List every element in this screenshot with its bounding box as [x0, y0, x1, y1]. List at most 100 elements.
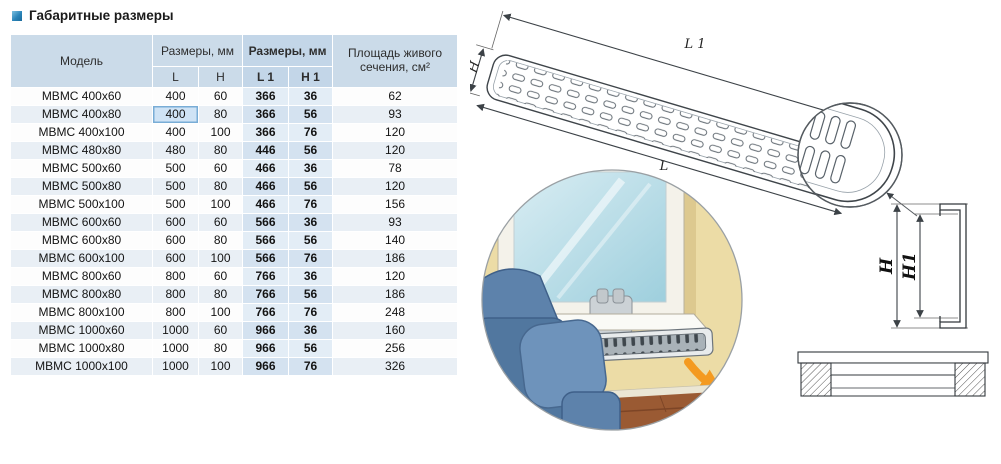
cell-model: МВМС 600x60	[10, 213, 153, 232]
cell-H: 60	[197, 87, 244, 106]
cell-H: 100	[197, 249, 244, 268]
cell-model: МВМС 1000x80	[10, 339, 153, 358]
cell-L1: 966	[242, 339, 290, 358]
grille-cross-section-drawing	[797, 351, 989, 397]
dim-label-H-profile: H	[877, 257, 897, 275]
cell-H1: 76	[288, 123, 334, 142]
cell-area: 120	[332, 177, 459, 196]
cell-area: 140	[332, 231, 459, 250]
technical-drawings: L 1 L H	[470, 10, 989, 431]
subcol-header-L1: L 1	[242, 66, 290, 88]
cell-L: 1000	[152, 339, 199, 358]
cell-H: 100	[197, 303, 244, 322]
cell-L: 800	[152, 303, 199, 322]
col-header-area: Площадь живого сечения, см²	[332, 34, 459, 88]
cell-L: 600	[152, 231, 199, 250]
cell-model: МВМС 400x60	[10, 87, 153, 106]
cell-H: 80	[197, 285, 244, 304]
section-bullet-icon	[12, 10, 22, 21]
cell-L1: 766	[242, 303, 290, 322]
cell-H: 80	[197, 231, 244, 250]
cell-H1: 56	[288, 105, 334, 124]
cell-L1: 966	[242, 357, 290, 376]
cell-area: 120	[332, 141, 459, 160]
cell-H1: 36	[288, 159, 334, 178]
cell-L: 400	[152, 123, 199, 142]
cell-model: МВМС 500x100	[10, 195, 153, 214]
section-title-row: Габаритные размеры	[12, 8, 468, 23]
dimensions-table: Модель Размеры, мм Размеры, мм Площадь ж…	[10, 34, 459, 376]
cell-model: МВМС 800x60	[10, 267, 153, 286]
cell-model: МВМС 480x80	[10, 141, 153, 160]
cell-H: 80	[197, 105, 244, 124]
cell-H: 60	[197, 321, 244, 340]
col-header-sizes-lh: Размеры, мм	[151, 34, 244, 67]
col-header-model: Модель	[10, 34, 153, 88]
cell-area: 93	[332, 213, 459, 232]
cell-L1: 766	[242, 285, 290, 304]
cell-area: 256	[332, 339, 459, 358]
cell-L: 480	[152, 141, 199, 160]
cell-L1: 966	[242, 321, 290, 340]
cell-H: 60	[197, 213, 244, 232]
cell-L: 1000	[152, 321, 199, 340]
cell-model: МВМС 400x100	[10, 123, 153, 142]
cell-L: 400	[152, 87, 199, 106]
cell-H: 60	[197, 267, 244, 286]
cell-L: 500	[152, 177, 199, 196]
cell-model: МВМС 400x80	[10, 105, 153, 124]
cell-H: 80	[197, 339, 244, 358]
cell-model: МВМС 500x60	[10, 159, 153, 178]
cell-area: 248	[332, 303, 459, 322]
cell-L1: 366	[242, 123, 290, 142]
cell-L: 1000	[152, 357, 199, 376]
grille-side-profile-drawing: H H1	[877, 203, 968, 329]
cell-area: 326	[332, 357, 459, 376]
page-title: Габаритные размеры	[29, 8, 174, 23]
cell-area: 62	[332, 87, 459, 106]
cell-L: 500	[152, 195, 199, 214]
cell-area: 120	[332, 123, 459, 142]
dim-label-L1: L 1	[683, 37, 705, 52]
cell-model: МВМС 1000x100	[10, 357, 153, 376]
cell-model: МВМС 500x80	[10, 177, 153, 196]
cell-model: МВМС 1000x60	[10, 321, 153, 340]
cell-H1: 36	[288, 213, 334, 232]
cell-H1: 76	[288, 249, 334, 268]
cell-L1: 366	[242, 105, 290, 124]
cell-H: 80	[197, 177, 244, 196]
cell-H: 100	[197, 357, 244, 376]
cell-H: 100	[197, 195, 244, 214]
cell-H1: 56	[288, 231, 334, 250]
cell-L1: 466	[242, 177, 290, 196]
cell-L: 500	[152, 159, 199, 178]
cell-L1: 566	[242, 231, 290, 250]
dim-label-H1-profile: H1	[900, 252, 920, 281]
cell-L1: 446	[242, 141, 290, 160]
subcol-header-H: H	[197, 66, 244, 88]
dim-label-L: L	[659, 159, 669, 174]
grille-end-detail	[797, 102, 918, 217]
cell-area: 156	[332, 195, 459, 214]
subcol-header-L: L	[152, 66, 199, 88]
cell-H: 100	[197, 123, 244, 142]
cell-L1: 566	[242, 213, 290, 232]
cell-area: 93	[332, 105, 459, 124]
cell-L1: 466	[242, 159, 290, 178]
cell-H: 60	[197, 159, 244, 178]
cell-L: 400	[152, 105, 199, 124]
col-header-sizes-l1h1: Размеры, мм	[242, 34, 334, 67]
cell-L1: 466	[242, 195, 290, 214]
